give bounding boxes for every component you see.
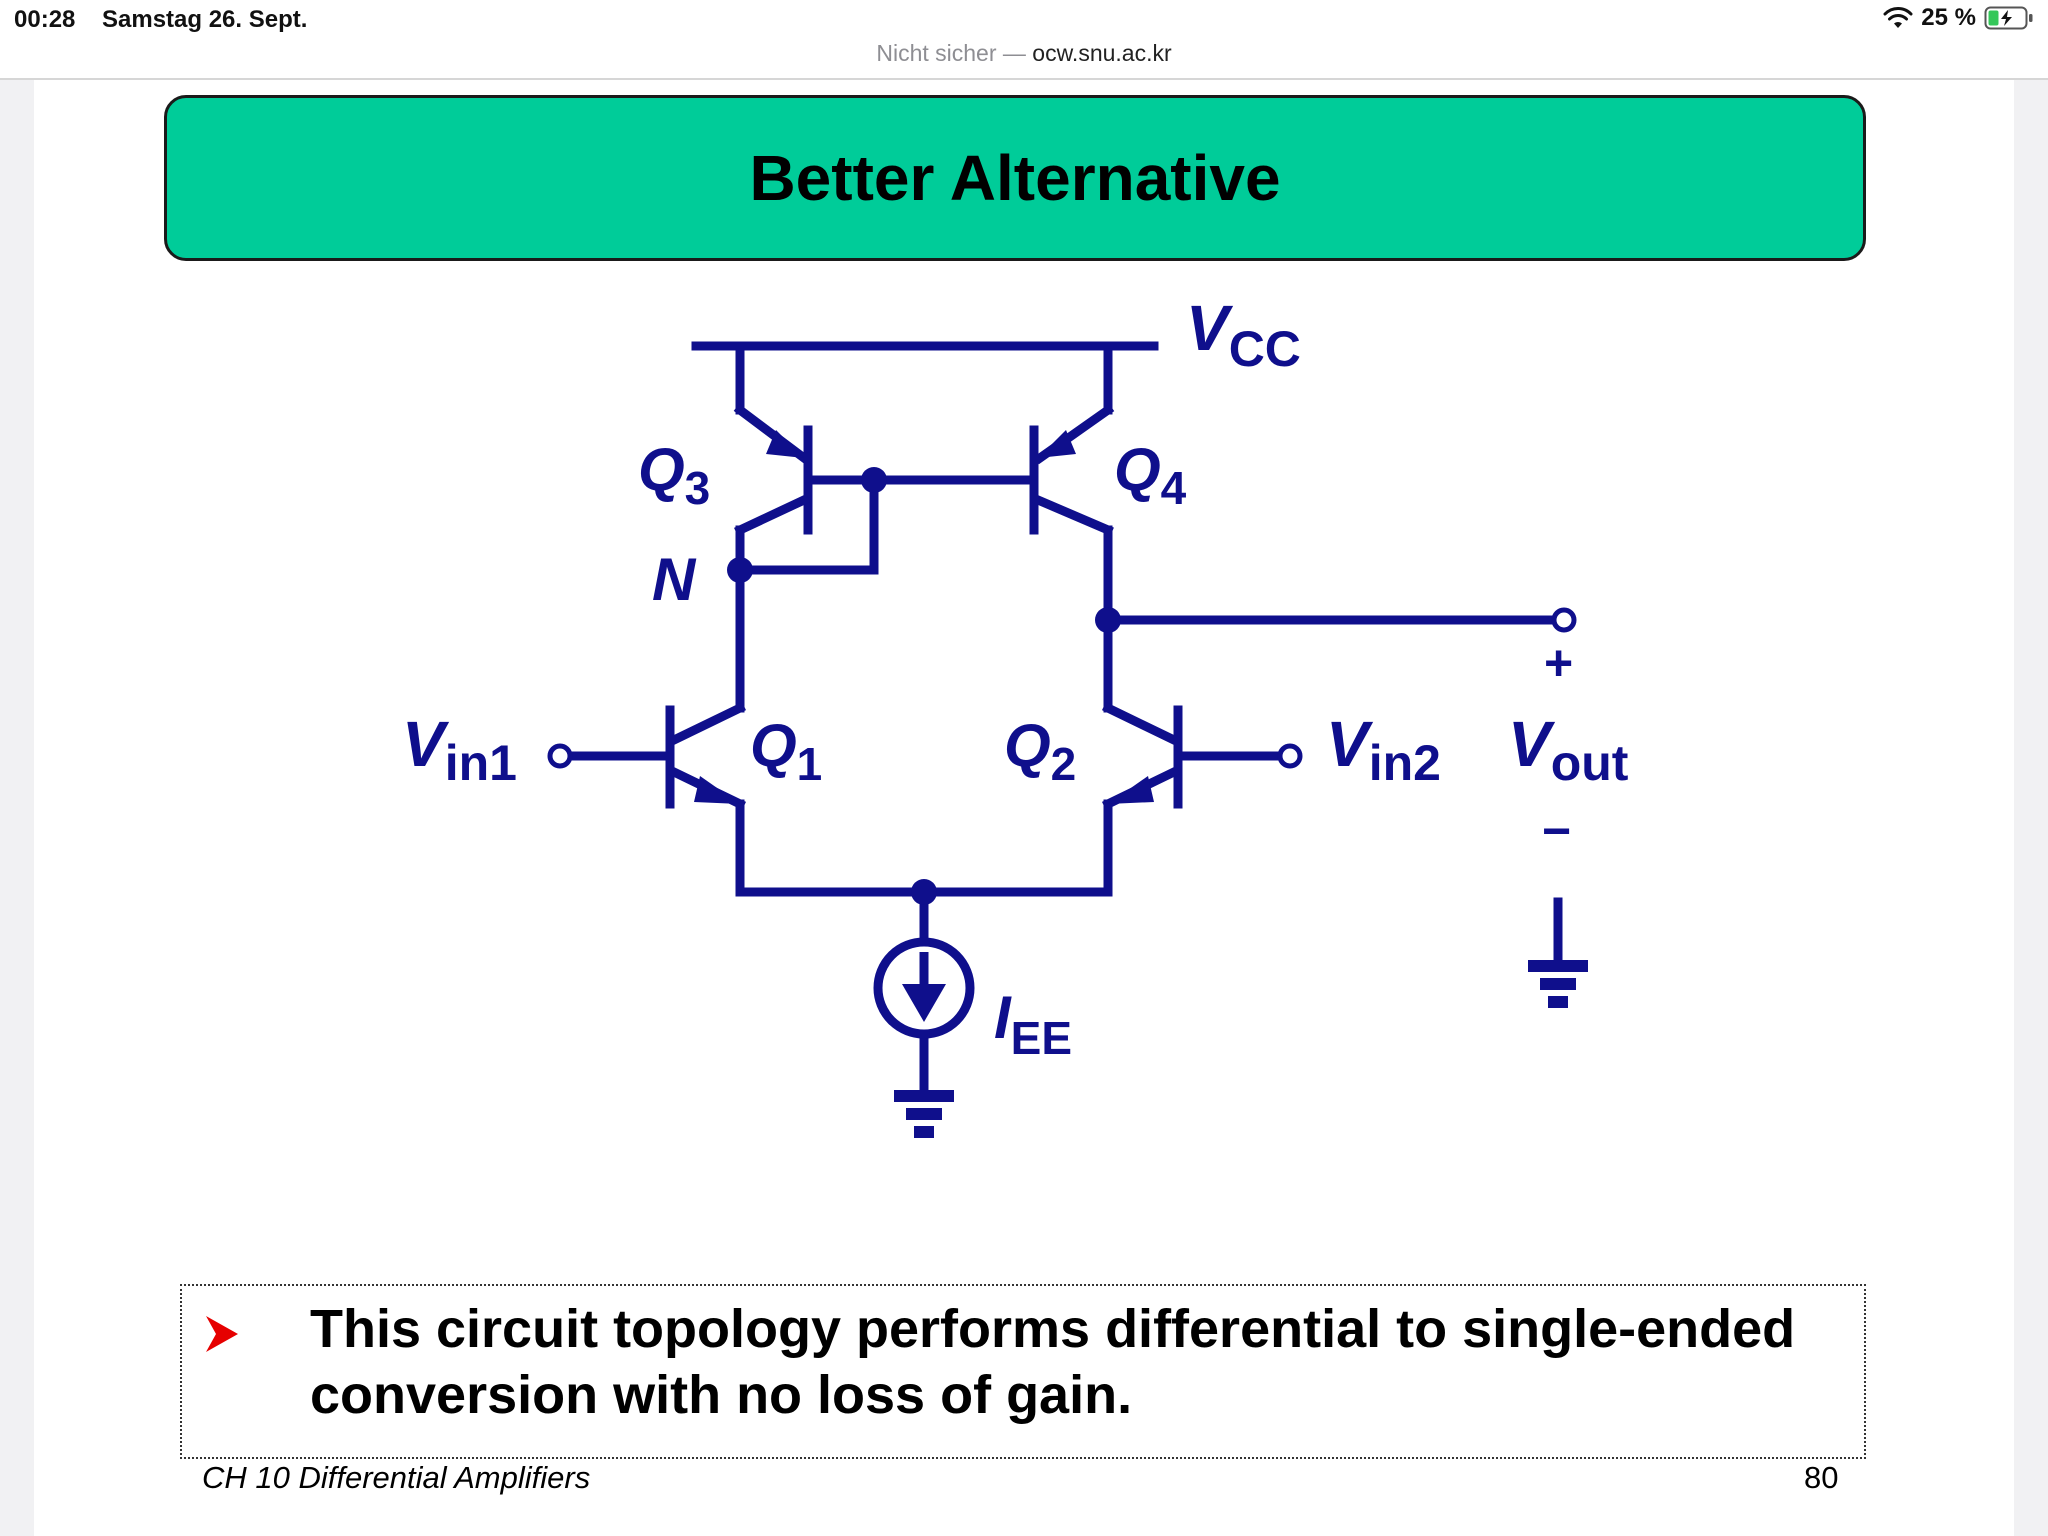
q4-label: Q4 <box>1114 436 1187 514</box>
url-domain: ocw.snu.ac.kr <box>1032 40 1172 66</box>
current-source-icon <box>873 937 975 1039</box>
slide-title: Better Alternative <box>749 142 1281 214</box>
vcc-label: VCC <box>1186 292 1301 377</box>
vout-plus-label: + <box>1544 635 1573 691</box>
output-node-dot <box>1095 607 1121 633</box>
q4-collector <box>1032 494 1114 536</box>
vout-minus-label: − <box>1542 803 1571 859</box>
q1-collector <box>667 701 747 747</box>
footer-page-number: 80 <box>1804 1460 1839 1495</box>
battery-charging-icon <box>1984 6 2033 30</box>
status-time: 00:28 <box>14 6 76 33</box>
battery-percent: 25 % <box>1921 4 1976 31</box>
status-date: Samstag 26. Sept. <box>102 6 308 33</box>
page-margin-right <box>2014 80 2048 1536</box>
q1-emitter-arrow <box>694 776 740 804</box>
footer-chapter: CH 10 Differential Amplifiers <box>202 1460 591 1495</box>
q2-label: Q2 <box>1004 712 1076 790</box>
slide-title-banner: Better Alternative <box>164 95 1866 261</box>
url-separator: — <box>996 40 1033 66</box>
node-n-label: N <box>652 546 697 613</box>
bullet-text: This circuit topology performs different… <box>310 1299 1796 1425</box>
circuit-diagram: VCC Q3 Q4 N Q1 Q2 Vin1 Vin2 Vout + − IEE <box>402 292 1629 1138</box>
slide: Better Alternative <box>34 80 2014 1536</box>
node-n-dot <box>727 557 753 583</box>
q3-collector <box>734 494 810 536</box>
status-bar: 00:28 Samstag 26. Sept. Nicht sicher — o… <box>0 0 2048 80</box>
iee-label: IEE <box>994 984 1072 1064</box>
address-bar[interactable]: Nicht sicher — ocw.snu.ac.kr <box>0 40 2048 67</box>
q2-collector <box>1101 701 1181 747</box>
q2-emitter-arrow <box>1108 776 1154 804</box>
vin2-terminal <box>1277 743 1303 769</box>
vin1-terminal <box>547 743 573 769</box>
q1-label: Q1 <box>750 712 822 790</box>
bullet-arrow-icon <box>206 1316 238 1352</box>
bullet-box: This circuit topology performs different… <box>180 1284 1866 1459</box>
junction-dot <box>861 467 887 493</box>
q3-label: Q3 <box>638 436 710 514</box>
vout-label: Vout <box>1508 708 1629 791</box>
wifi-icon <box>1883 7 1913 28</box>
ground-icon <box>894 1090 954 1138</box>
q3-emitter-arrow <box>766 430 804 458</box>
vout-terminal <box>1551 607 1577 633</box>
tail-node-dot <box>911 879 937 905</box>
current-direction-arrow <box>902 984 946 1022</box>
ground-icon <box>1528 960 1588 1008</box>
q4-emitter-arrow <box>1038 430 1076 458</box>
vin1-label: Vin1 <box>402 708 517 791</box>
insecure-label: Nicht sicher <box>876 40 997 66</box>
vin2-label: Vin2 <box>1326 708 1441 791</box>
page-margin-left <box>0 80 34 1536</box>
status-indicators: 25 % <box>1883 4 2034 32</box>
